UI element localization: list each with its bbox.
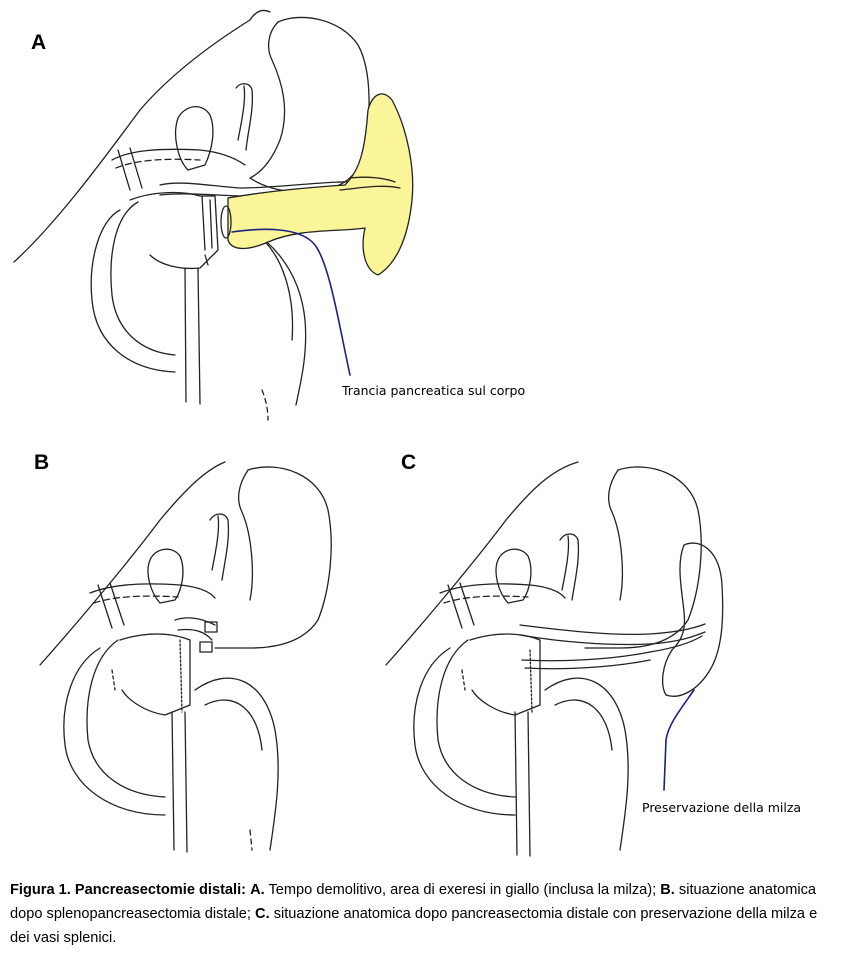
figure-caption: Figura 1. Pancreasectomie distali: A. Te… [10,878,840,950]
caption-c-label: C. [255,906,270,922]
panel-c-letter: C [401,451,417,474]
anatomical-figure [13,9,724,857]
caption-a-label: A. [250,882,265,898]
caption-b-label: B. [660,882,675,898]
panel-c-spleen [661,542,724,697]
panel-a-pointer-line [231,228,351,376]
caption-c-text: situazione anatomica dopo pancreasectomi… [10,906,818,946]
panel-a-letter: A [31,31,47,54]
panel-b-stomach [214,466,332,649]
panel-a-resection-area [227,93,414,276]
panel-b-drawing [39,461,332,853]
panel-c-annotation: Preservazione della milza [642,800,802,815]
caption-b-text: situazione anatomica dopo splenopancreas… [10,882,817,922]
panel-a-annotation: Trancia pancreatica sul corpo [342,383,526,398]
caption-a-text: Tempo demolitivo, area di exeresi in gia… [268,882,657,898]
panel-c-drawing [385,461,724,857]
caption-figure-label: Figura 1. Pancreasectomie distali: [10,882,247,898]
panel-a-stomach [249,16,370,193]
panel-c-stomach [584,466,702,649]
panel-a-drawing [13,9,414,421]
panel-c-pointer-line [663,689,695,791]
panel-b-letter: B [34,451,50,474]
